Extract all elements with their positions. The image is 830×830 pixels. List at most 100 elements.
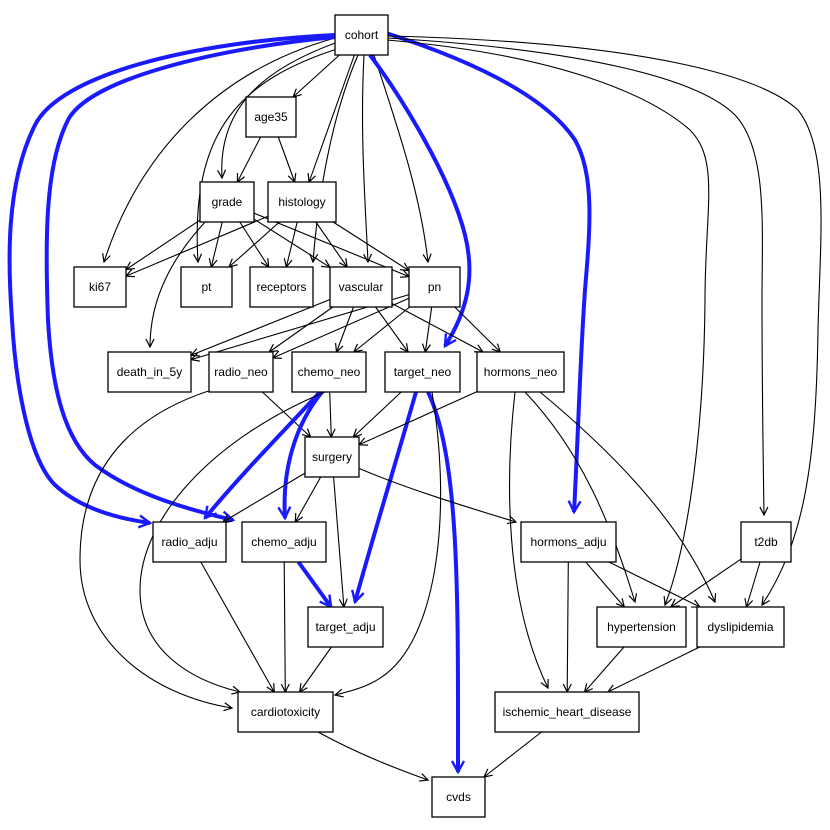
edge-radio_neo-to-surgery [262,391,310,437]
node-box-pn [408,266,461,308]
edge-cohort-to-hormons_adju [385,31,592,512]
edge-pn-to-target_neo [425,306,433,352]
edge-histology-to-pt [229,221,280,267]
edge-chemo_neo-to-cardiotoxicity [139,391,326,692]
edge-cohort-to-target_neo [368,53,472,346]
edge-target_neo-to-cardiotoxicity [335,391,442,695]
node-box-grade [199,181,255,223]
node-ischemic_heart_disease: ischemic_heart_disease [494,691,640,733]
node-histology: histology [267,181,337,223]
node-box-receptors [249,266,314,308]
edge-chemo_adju-to-cardiotoxicity [284,561,285,692]
edge-histology-to-vascular [315,221,347,267]
node-ki67: ki67 [73,266,127,308]
edge-vascular-to-chemo_neo [337,306,355,352]
edge-vascular-to-radio_neo [269,306,334,352]
node-label-t2db: t2db [754,535,778,549]
edge-hormons_adju-to-hypertension [585,561,625,607]
edge-vascular-to-target_neo [375,306,409,352]
node-hormons_neo: hormons_neo [476,351,565,393]
node-label-ischemic_heart_disease: ischemic_heart_disease [503,705,632,719]
node-label-pn: pn [428,280,441,294]
edge-target_neo-to-cvds [426,391,458,772]
node-cardiotoxicity: cardiotoxicity [237,691,334,733]
edge-age35-to-grade [237,136,262,182]
edge-surgery-to-target_adju [333,476,344,607]
node-radio_neo: radio_neo [208,351,274,393]
edge-target_neo-to-surgery [353,391,402,437]
node-box-chemo_adju [241,521,327,563]
node-pt: pt [180,266,233,308]
edge-dyslipidemia-to-ischemic_heart_disease [608,646,700,692]
node-box-t2db [740,521,792,563]
node-box-target_adju [307,606,384,648]
edge-cohort-to-age35 [293,54,340,97]
edge-target_adju-to-cardiotoxicity [300,646,332,692]
node-dyslipidemia: dyslipidemia [696,606,785,648]
node-box-age35 [245,96,297,138]
nodes-layer: cohort age35 grade histology ki67 pt receptors… [73,14,792,818]
node-box-histology [267,181,337,223]
edge-cohort-to-hypertension [386,39,710,605]
node-label-hormons_neo: hormons_neo [484,365,558,379]
node-box-pt [180,266,233,308]
edge-age35-to-histology [277,136,294,182]
node-box-ischemic_heart_disease [494,691,640,733]
node-label-hypertension: hypertension [607,620,676,634]
node-label-surgery: surgery [312,450,352,464]
node-label-grade: grade [212,195,243,209]
edge-histology-to-ki67 [126,215,269,276]
edge-surgery-to-chemo_adju [295,476,322,522]
node-label-dyslipidemia: dyslipidemia [707,620,773,634]
node-label-histology: histology [278,195,325,209]
node-label-chemo_adju: chemo_adju [251,535,316,549]
node-cohort: cohort [334,14,389,56]
node-box-cvds [431,776,486,818]
node-label-death_in_5y: death_in_5y [117,365,182,379]
edge-vascular-to-hormons_neo [391,303,483,353]
node-death_in_5y: death_in_5y [107,351,192,393]
node-label-target_adju: target_adju [315,620,375,634]
node-label-radio_neo: radio_neo [214,365,268,379]
node-label-ki67: ki67 [89,280,111,294]
node-box-radio_adju [152,521,227,563]
edge-cohort-to-pn [373,54,428,262]
edge-cohort-to-pt [197,47,341,262]
node-hormons_adju: hormons_adju [520,521,617,563]
edge-pn-to-chemo_neo [354,306,411,352]
edge-grade-to-pt [211,221,223,267]
node-box-cohort [334,14,389,56]
node-receptors: receptors [249,266,314,308]
edge-cohort-to-ki67 [104,37,336,262]
edge-vascular-to-death_in_5y [191,298,331,356]
node-label-radio_adju: radio_adju [161,535,217,549]
node-label-vascular: vascular [339,280,384,294]
node-box-target_neo [384,351,461,393]
node-chemo_neo: chemo_neo [291,351,367,393]
node-label-target_neo: target_neo [394,365,452,379]
node-box-hypertension [596,606,687,648]
node-box-hormons_neo [476,351,565,393]
node-box-dyslipidemia [696,606,785,648]
edge-radio_neo-to-cardiotoxicity [79,387,232,708]
edge-histology-to-receptors [286,221,298,267]
node-age35: age35 [245,96,297,138]
node-surgery: surgery [304,436,360,478]
edge-grade-to-death_in_5y [150,221,206,347]
node-box-surgery [304,436,360,478]
node-label-cvds: cvds [446,790,471,804]
node-box-death_in_5y [107,351,192,393]
node-target_adju: target_adju [307,606,384,648]
edge-hypertension-to-ischemic_heart_disease [585,646,625,692]
node-vascular: vascular [329,266,393,308]
node-grade: grade [199,181,255,223]
edge-cohort-to-dyslipidemia [386,35,822,605]
edge-hormons_neo-to-surgery [359,391,478,445]
edge-chemo_neo-to-surgery [330,391,332,437]
edge-pn-to-hormons_neo [454,306,501,352]
node-label-hormons_adju: hormons_adju [530,535,606,549]
node-cvds: cvds [431,776,486,818]
edge-t2db-to-hypertension [671,558,742,607]
edge-histology-to-pn [332,221,409,271]
